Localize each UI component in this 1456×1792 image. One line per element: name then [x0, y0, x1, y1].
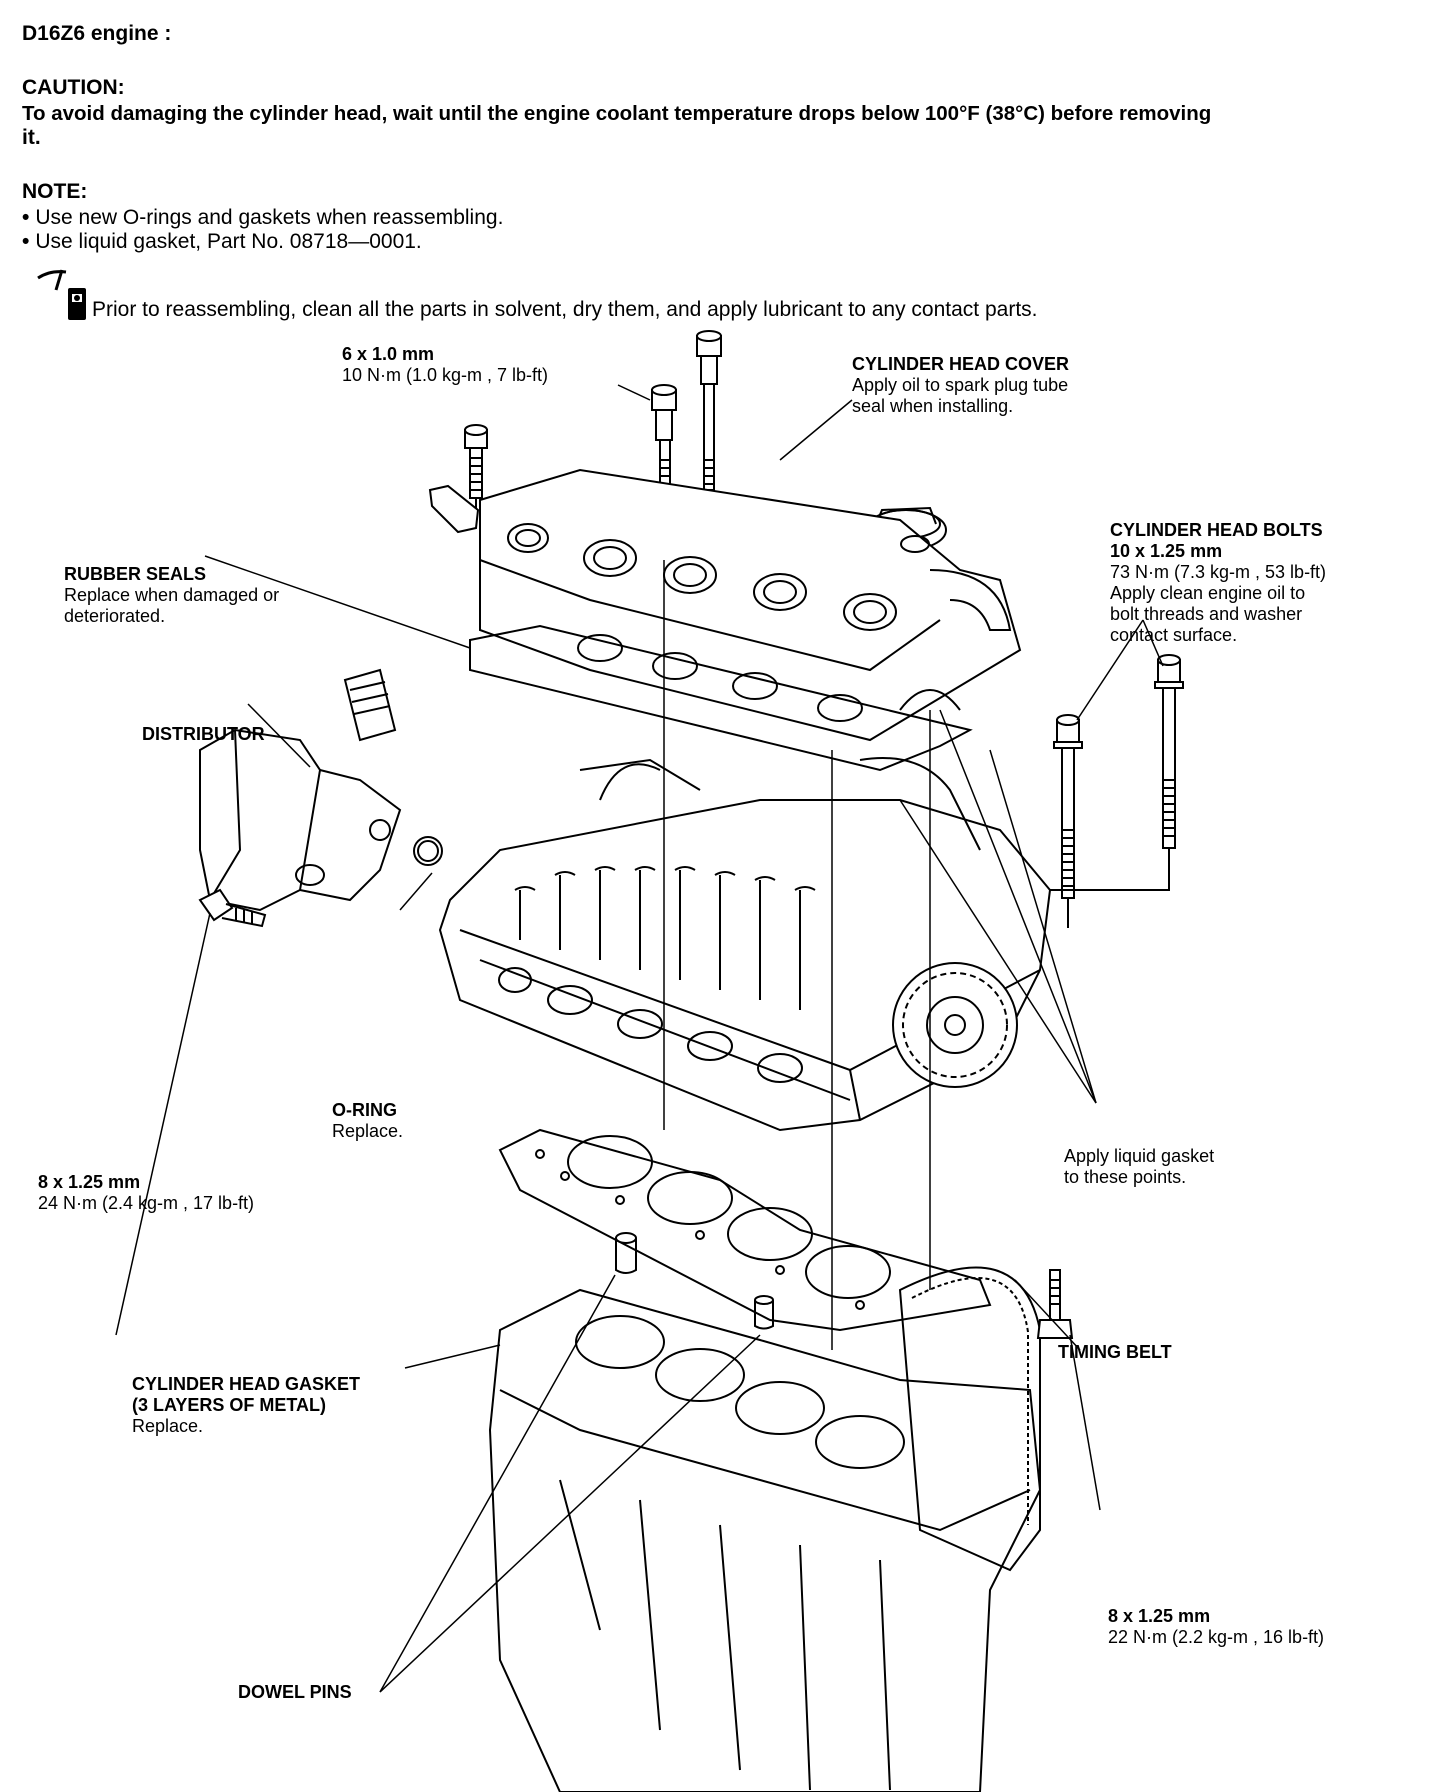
distributor-title: DISTRIBUTOR [142, 724, 265, 744]
dowel-pins-label: DOWEL PINS [238, 1682, 352, 1703]
belt-bolt-spec: 8 x 1.25 mm [1108, 1606, 1211, 1626]
dist-bolt-label: 8 x 1.25 mm 24 N·m (2.4 kg-m , 17 lb-ft) [38, 1172, 254, 1214]
cover-bolt-torque: 10 N·m (1.0 kg-m , 7 lb-ft) [342, 365, 549, 385]
rubber-seals-line2: deteriorated. [64, 606, 166, 626]
o-ring-line1: Replace. [332, 1121, 404, 1141]
timing-belt-title: TIMING BELT [1058, 1342, 1172, 1362]
caution-title: CAUTION: [22, 76, 125, 99]
lube-instruction: Prior to reassembling, clean all the par… [92, 298, 1038, 321]
dowel-pins-title: DOWEL PINS [238, 1682, 352, 1702]
head-bolts-line1: Apply clean engine oil to [1110, 583, 1306, 603]
cylinder-head-gasket [498, 1128, 992, 1332]
exploded-engine-diagram [115, 330, 1184, 1792]
head-bolts-torque: 73 N·m (7.3 kg-m , 53 lb-ft) [1110, 562, 1327, 582]
note-item-2: •Use liquid gasket, Part No. 08718—0001. [22, 230, 422, 253]
cylinder-head-bolts [1050, 654, 1184, 928]
distributor-label: DISTRIBUTOR [142, 724, 265, 745]
belt-bolt-torque: 22 N·m (2.2 kg-m , 16 lb-ft) [1108, 1627, 1325, 1647]
liquid-gasket-line1: Apply liquid gasket [1064, 1146, 1215, 1166]
liquid-gasket-label: Apply liquid gasket to these points. [1064, 1146, 1214, 1188]
head-cover-line2: seal when installing. [852, 396, 1014, 416]
dist-bolt-torque: 24 N·m (2.4 kg-m , 17 lb-ft) [38, 1193, 255, 1213]
head-cover-label: CYLINDER HEAD COVER Apply oil to spark p… [852, 354, 1069, 417]
o-ring-label: O-RING Replace. [332, 1100, 403, 1142]
head-cover-title: CYLINDER HEAD COVER [852, 354, 1070, 374]
rubber-seals-label: RUBBER SEALS Replace when damaged or det… [64, 564, 279, 627]
rubber-seals-title: RUBBER SEALS [64, 564, 207, 584]
cover-bolt-label: 6 x 1.0 mm 10 N·m (1.0 kg-m , 7 lb-ft) [342, 344, 548, 386]
head-gasket-label: CYLINDER HEAD GASKET (3 LAYERS OF METAL)… [132, 1374, 360, 1437]
rubber-seals [469, 624, 973, 772]
dist-bolt-spec: 8 x 1.25 mm [38, 1172, 141, 1192]
head-gasket-title1: CYLINDER HEAD GASKET [132, 1374, 361, 1394]
head-bolts-line3: contact surface. [1110, 625, 1238, 645]
cylinder-block [488, 1288, 1042, 1792]
liquid-gasket-line2: to these points. [1064, 1167, 1187, 1187]
head-bolts-line2: bolt threads and washer [1110, 604, 1303, 624]
note-item-1: •Use new O-rings and gaskets when reasse… [22, 206, 504, 229]
timing-belt-label: TIMING BELT [1058, 1342, 1172, 1363]
oil-can-icon [37, 269, 86, 320]
note-title: NOTE: [22, 180, 88, 203]
cover-bolt-spec: 6 x 1.0 mm [342, 344, 435, 364]
dowel-pins [615, 1232, 774, 1330]
cover-bolts [428, 330, 722, 560]
head-gasket-title2: (3 LAYERS OF METAL) [132, 1395, 327, 1415]
leader-lines [115, 384, 1164, 1693]
head-bolts-spec: 10 x 1.25 mm [1110, 541, 1223, 561]
head-bolts-title: CYLINDER HEAD BOLTS [1110, 520, 1323, 540]
note-item-2-text: Use liquid gasket, Part No. 08718—0001. [35, 230, 422, 253]
o-ring-title: O-RING [332, 1100, 397, 1120]
caution-text-line2: it. [22, 126, 41, 149]
camshaft-pulley [892, 962, 1018, 1088]
caution-text-line1: To avoid damaging the cylinder head, wai… [22, 102, 1212, 125]
rubber-seals-line1: Replace when damaged or [64, 585, 280, 605]
distributor [199, 668, 443, 912]
timing-belt-bolt [1036, 1269, 1074, 1339]
head-gasket-line1: Replace. [132, 1416, 204, 1436]
engine-title: D16Z6 engine : [22, 22, 172, 45]
timing-belt [898, 1266, 1041, 1572]
note-item-1-text: Use new O-rings and gaskets when reassem… [35, 206, 504, 229]
belt-bolt-label: 8 x 1.25 mm 22 N·m (2.2 kg-m , 16 lb-ft) [1108, 1606, 1324, 1648]
head-bolts-label: CYLINDER HEAD BOLTS 10 x 1.25 mm 73 N·m … [1110, 520, 1326, 646]
head-cover-line1: Apply oil to spark plug tube [852, 375, 1069, 395]
